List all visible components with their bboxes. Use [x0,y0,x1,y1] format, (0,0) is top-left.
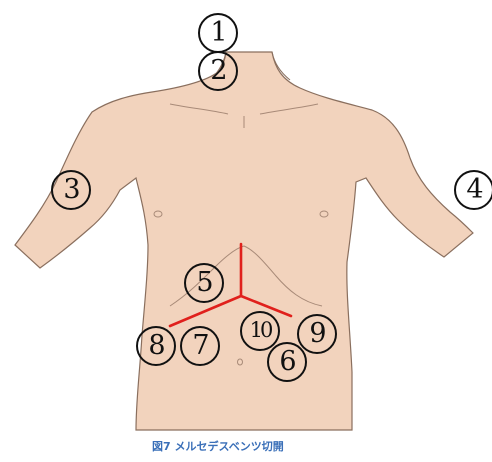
torso-body [15,52,473,430]
figure-caption: 図7 メルセデスベンツ切開 [152,438,352,454]
marker-4: 4 [454,170,492,210]
marker-1: 1 [198,13,238,53]
marker-8: 8 [136,326,176,366]
marker-6: 6 [267,342,307,382]
marker-5: 5 [184,263,224,303]
marker-10: 10 [240,311,280,351]
marker-9: 9 [297,314,337,354]
marker-7: 7 [180,326,220,366]
marker-3: 3 [51,170,91,210]
marker-2: 2 [198,51,238,91]
